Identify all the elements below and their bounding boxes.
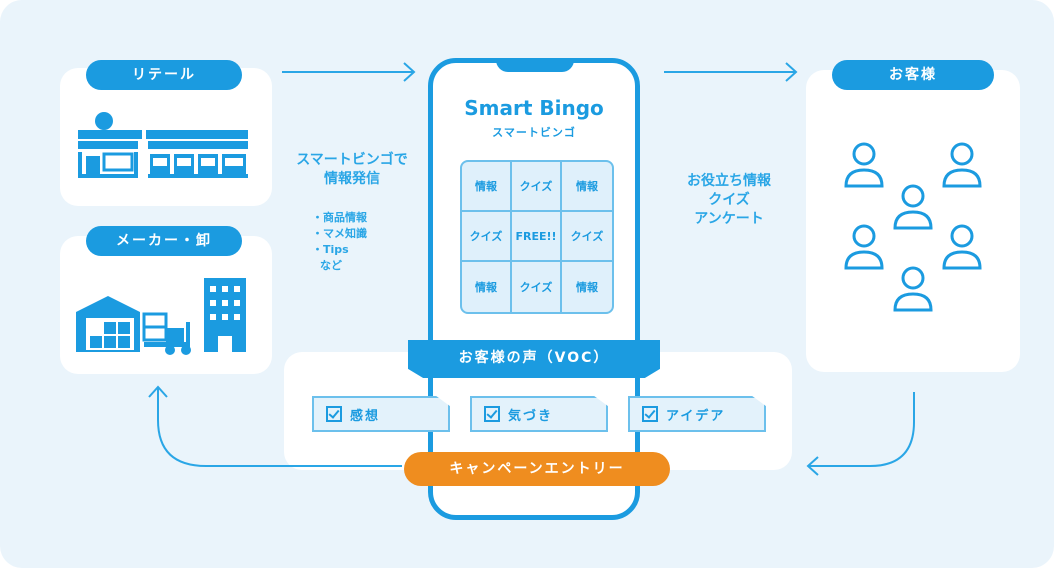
left-message-item: ・Tips [312, 243, 349, 256]
right-message: お役立ち情報 クイズ アンケート [668, 172, 790, 229]
customer-card [806, 70, 1020, 372]
voc-item-ideas: アイデア [628, 396, 766, 432]
retail-label: リテール [86, 60, 242, 90]
customer-label: お客様 [832, 60, 994, 90]
phone-notch [496, 58, 574, 72]
bingo-cell-free: FREE!! [512, 212, 562, 262]
store-icon [78, 112, 248, 178]
person-icon [942, 142, 982, 188]
person-icon [893, 184, 933, 230]
bingo-grid: 情報 クイズ 情報 クイズ FREE!! クイズ 情報 クイズ 情報 [460, 160, 614, 314]
left-message-line2: 情報発信 [324, 171, 380, 187]
bingo-cell: 情報 [576, 281, 598, 294]
left-message-item: など [320, 259, 342, 272]
bingo-cell: クイズ [562, 212, 612, 262]
left-message-items: ・商品情報 ・マメ知識 ・Tips など [312, 210, 367, 274]
person-icon [893, 266, 933, 312]
voc-item-label: アイデア [666, 408, 726, 424]
maker-label: メーカー・卸 [86, 226, 242, 256]
person-icon [844, 224, 884, 270]
bingo-cell: 情報 [462, 162, 512, 212]
right-message-line2: クイズ [708, 192, 750, 208]
customer-people-icons [844, 142, 982, 312]
right-message-line3: アンケート [694, 211, 764, 227]
arrow-campaign-to-maker [148, 385, 402, 467]
voc-banner: お客様の声（VOC） [408, 340, 660, 378]
checkbox-icon [326, 406, 342, 422]
arrow-phone-to-customer [664, 62, 798, 82]
person-icon [942, 224, 982, 270]
bingo-cell: 情報 [562, 162, 612, 212]
person-icon [844, 142, 884, 188]
left-message-item: ・マメ知識 [312, 227, 367, 240]
voc-item-label: 気づき [508, 408, 554, 424]
bingo-cell: クイズ [462, 212, 512, 262]
left-message-heading: スマートビンゴで 情報発信 [284, 151, 420, 189]
right-message-line1: お役立ち情報 [687, 173, 771, 189]
arrow-customer-to-campaign [806, 392, 915, 476]
voc-item-impressions: 感想 [312, 396, 450, 432]
arrow-retail-to-phone [282, 62, 416, 82]
warehouse-icon [76, 278, 246, 355]
checkbox-icon [484, 406, 500, 422]
left-message-item: ・商品情報 [312, 211, 367, 224]
checkbox-icon [642, 406, 658, 422]
voc-item-label: 感想 [350, 408, 381, 424]
app-subtitle: スマートビンゴ [492, 126, 576, 139]
bingo-cell: クイズ [512, 162, 562, 212]
left-message-line1: スマートビンゴで [296, 152, 408, 168]
bingo-cell: 情報 [462, 262, 512, 312]
campaign-entry-label: キャンペーンエントリー [404, 452, 670, 486]
app-title: Smart Bingo [464, 96, 604, 120]
bingo-cell: クイズ [512, 262, 562, 312]
voc-item-insights: 気づき [470, 396, 608, 432]
